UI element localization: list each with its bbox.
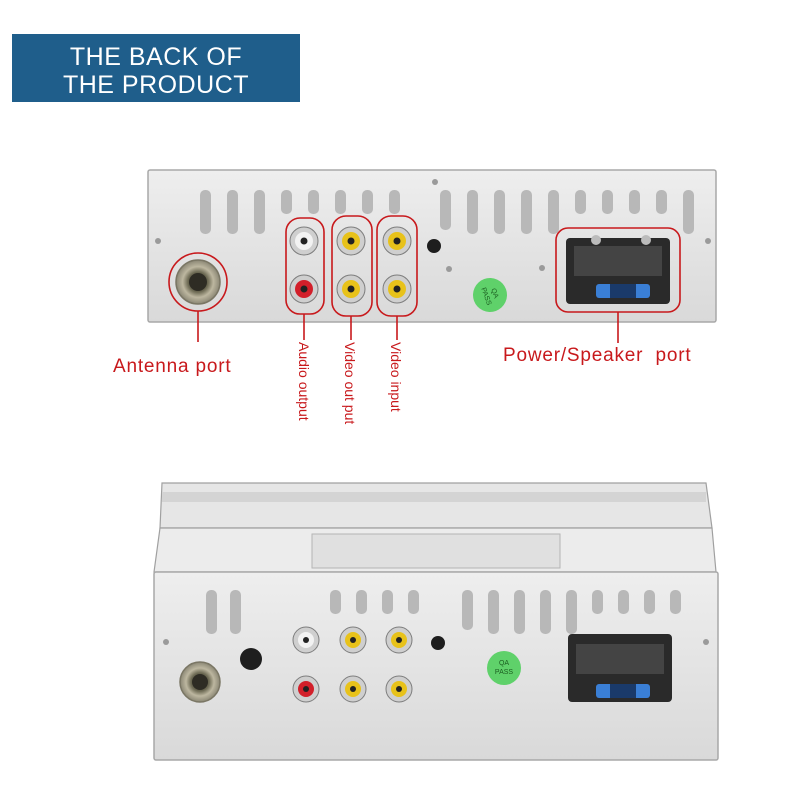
- audio-output-label: Audio output: [296, 342, 312, 421]
- top-qa-text-1: QA: [489, 288, 499, 300]
- top-mic-hole: [427, 239, 441, 253]
- video-out-put-label: Video out put: [342, 342, 358, 425]
- top-qa-badge: [473, 278, 507, 312]
- bottom-qa-badge: [487, 651, 521, 685]
- bottom-unit: [153, 482, 719, 761]
- bottom-qa-text-2: PASS: [495, 669, 513, 676]
- title-line-2: THE PRODUCT: [62, 71, 250, 99]
- video-input-label: Video input: [388, 342, 404, 412]
- bottom-qa-text-1: QA: [499, 660, 509, 667]
- power-speaker-port-label: Power/Speaker port: [503, 345, 692, 366]
- top-rca-jacks: [289, 226, 412, 304]
- title-line-1: THE BACK OF: [69, 43, 243, 71]
- top-vent-slots: [200, 190, 694, 234]
- annotation-frames: [168, 215, 681, 343]
- top-unit: [147, 169, 717, 323]
- title-banner: THE BACK OF THE PRODUCT: [12, 34, 300, 102]
- antenna-port-label: Antenna port: [113, 356, 232, 377]
- top-power-connector: [566, 235, 670, 304]
